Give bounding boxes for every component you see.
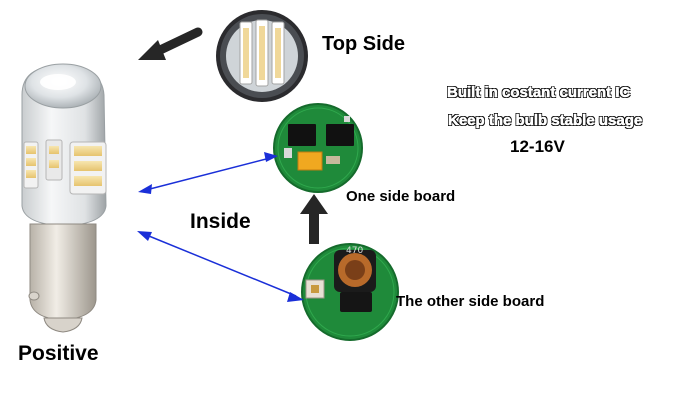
top-side-image (216, 10, 308, 102)
dark-arrow-up (300, 194, 328, 244)
one-side-board-image (273, 103, 363, 193)
dark-arrow-top (138, 27, 203, 60)
blue-arrow-lower (137, 231, 304, 302)
inside-label: Inside (190, 210, 251, 233)
top-side-label: Top Side (322, 33, 405, 55)
other-side-board-image (301, 243, 399, 341)
spec-stable-usage: Keep the bulb stable usage (448, 112, 643, 130)
one-side-board-label: One side board (346, 188, 456, 205)
other-side-board-label: The other side board (396, 293, 545, 310)
inductor-marking: 470 (346, 246, 364, 256)
spec-voltage: 12-16V (510, 137, 565, 156)
side-led-strips (23, 139, 107, 195)
positive-label: Positive (18, 342, 99, 365)
spec-constant-current: Built in costant current IC (447, 84, 631, 102)
blue-arrow-upper (138, 152, 278, 194)
